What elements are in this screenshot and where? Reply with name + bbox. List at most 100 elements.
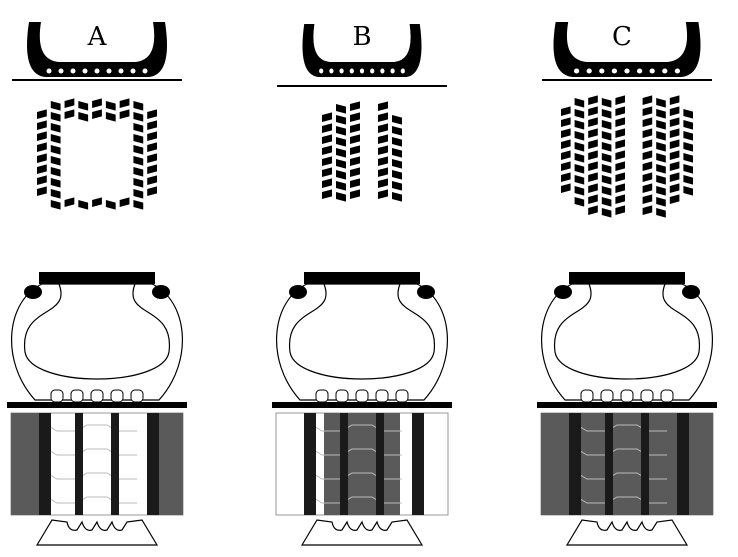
footprint-block (147, 175, 157, 185)
footprint-block (601, 120, 612, 130)
footprint-block (37, 142, 47, 152)
footprint-block (561, 161, 571, 171)
footprint-block (64, 197, 75, 207)
road-surface (537, 402, 717, 408)
footprint-block (669, 194, 680, 204)
footprint-block (147, 186, 157, 196)
footprint-block (92, 109, 102, 119)
footprint-block (37, 131, 47, 141)
footprint-block (642, 95, 653, 106)
label-c: C (612, 22, 632, 52)
footprint-block (50, 156, 61, 166)
tread-dot (611, 68, 618, 74)
tire-cross-section (276, 272, 448, 403)
footprint-block (133, 200, 144, 210)
tread-dot (573, 68, 580, 74)
footprint-block (561, 117, 571, 127)
footprint-block (350, 145, 360, 155)
tread-dot (142, 68, 148, 74)
footprint-block (561, 183, 571, 193)
tread-groove (412, 413, 424, 515)
tire-inner (289, 283, 435, 380)
tread-dot (674, 68, 681, 74)
rim-flange-left (289, 285, 307, 299)
footprint-block (336, 192, 346, 202)
wheel-rim (304, 272, 420, 284)
footprint-block (683, 120, 694, 130)
tire-profile-top (553, 22, 701, 77)
footprint-block (669, 150, 680, 160)
tread-lug (50, 389, 64, 403)
footprint-block (683, 175, 694, 185)
rim-flange-left (554, 285, 572, 299)
footprint-block (147, 120, 157, 130)
footprint-block (601, 142, 612, 152)
footprint-block (588, 172, 598, 182)
footprint-block (615, 128, 625, 138)
tread-profile (300, 519, 424, 546)
footprint-block (642, 139, 653, 150)
footprint-block (133, 178, 144, 188)
footprint-block (683, 109, 694, 119)
tread-contact-patch (10, 412, 184, 516)
footprint-block (322, 178, 332, 188)
footprint-block (656, 120, 666, 130)
tread-groove (569, 413, 581, 515)
footprint-block (78, 101, 89, 111)
tread-lug (315, 389, 329, 403)
footprint-block (322, 123, 332, 133)
tread-groove (75, 413, 83, 515)
tread-lug (640, 389, 654, 403)
footprint-block (392, 148, 402, 158)
footprint-block (336, 115, 346, 125)
footprint-block (588, 117, 598, 127)
footprint-block (574, 186, 585, 196)
tread-lug (355, 389, 369, 403)
tread-dot (586, 68, 592, 74)
tread-lug (375, 389, 389, 403)
tread-dot (359, 68, 365, 74)
footprint-block (642, 128, 653, 139)
footprint-block (322, 112, 332, 122)
footprint-block (561, 150, 571, 160)
footprint-block (378, 145, 388, 155)
footprint-block (350, 178, 360, 188)
footprint-block (642, 205, 653, 216)
footprint-block (133, 145, 144, 155)
footprint-block (615, 106, 625, 116)
footprint-block (64, 98, 75, 108)
footprint-block (656, 175, 666, 185)
footprint-block (378, 189, 388, 199)
tread-lug (70, 389, 84, 403)
footprint-block (37, 153, 47, 163)
footprint-block (133, 112, 144, 122)
footprint-block (133, 156, 144, 166)
tread-dot (130, 68, 136, 74)
footprint-block (133, 101, 144, 111)
tread-profile (565, 519, 689, 546)
tread-dot (82, 68, 88, 74)
footprint-block (642, 117, 653, 128)
footprint-block (37, 120, 47, 130)
footprint-block (378, 112, 388, 122)
footprint-block (92, 197, 102, 207)
footprint-block (669, 161, 680, 171)
footprint-block (656, 164, 666, 174)
footprint-block (601, 153, 612, 163)
footprint-block (601, 175, 612, 185)
footprint-block (392, 125, 402, 136)
footprint-block (669, 106, 680, 116)
footprint-block (574, 153, 585, 163)
footprint-block (50, 178, 61, 188)
tread-lug (395, 389, 409, 403)
tread-dot (636, 68, 643, 74)
tread-dot (339, 68, 344, 74)
footprint-block (378, 123, 388, 133)
footprint-block (615, 95, 625, 105)
road-surface (272, 402, 452, 408)
tread-groove (304, 413, 316, 515)
tire-outer (276, 283, 448, 401)
footprint-block (78, 112, 89, 122)
tread-dot (624, 68, 630, 74)
